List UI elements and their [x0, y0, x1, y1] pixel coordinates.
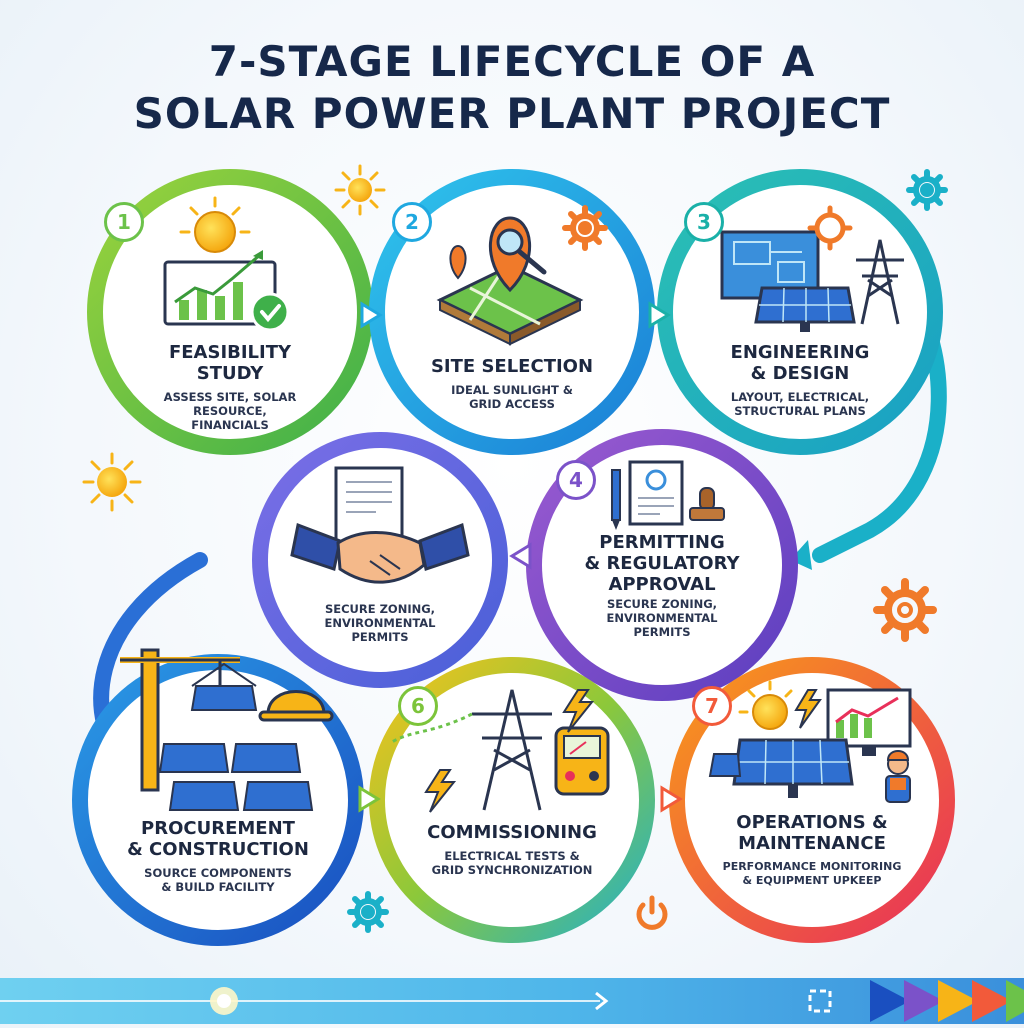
- sun-icon: [210, 987, 238, 1015]
- stage-7-number: 7: [692, 686, 732, 726]
- gear-icon: [873, 578, 937, 642]
- gear-icon: [347, 891, 389, 933]
- stamp-icon: [689, 487, 725, 521]
- arrow-6-7: [358, 785, 381, 813]
- gear-icon: [906, 169, 948, 211]
- stage-1-title: FEASIBILITY STUDY: [168, 342, 292, 384]
- stage-1-text: FEASIBILITY STUDY ASSESS SITE, SOLAR RES…: [130, 342, 330, 432]
- stage-6-description: SOURCE COMPONENTS & BUILD FACILITY: [144, 866, 292, 894]
- stage-4-description: SECURE ZONING, ENVIRONMENTAL PERMITS: [606, 597, 718, 639]
- power-tower-icon: [391, 689, 552, 811]
- footer-band: [0, 978, 1024, 1024]
- stage-2-text: SITE SELECTION IDEAL SUNLIGHT & GRID ACC…: [402, 356, 622, 411]
- arrow-4-5: [509, 542, 532, 570]
- arrow-2-3: [648, 301, 671, 329]
- gear-icon: [807, 205, 853, 251]
- chart-icon: [163, 250, 277, 326]
- stage-2-title: SITE SELECTION: [430, 356, 594, 377]
- stage-7-text: COMMISSIONING ELECTRICAL TESTS & GRID SY…: [402, 822, 622, 877]
- stage-5-text: SECURE ZONING, ENVIRONMENTAL PERMITS: [290, 596, 470, 644]
- gear-icon: [562, 205, 608, 251]
- solar-panel-icon: [190, 662, 258, 711]
- stage-6-title: PROCUREMENT & CONSTRUCTION: [127, 818, 309, 860]
- stage-3-number: 3: [684, 202, 724, 242]
- stage-5-description: SECURE ZONING, ENVIRONMENTAL PERMITS: [324, 602, 436, 644]
- stage-7-description: ELECTRICAL TESTS & GRID SYNCHRONIZATION: [431, 849, 593, 877]
- arrow-7-8: [660, 785, 683, 813]
- stage-2-number: 2: [392, 202, 432, 242]
- solar-panel-icon: [754, 286, 856, 332]
- arrow-1-2: [360, 301, 383, 329]
- stage-6-number: 6: [398, 686, 438, 726]
- stage-6-text: PROCUREMENT & CONSTRUCTION SOURCE COMPON…: [98, 818, 338, 894]
- lightning-icon: [562, 689, 595, 733]
- title-line-2: SOLAR POWER PLANT PROJECT: [133, 89, 891, 138]
- page-title: 7-STAGE LIFECYCLE OF A SOLAR POWER PLANT…: [0, 36, 1024, 140]
- multimeter-icon: [554, 726, 610, 796]
- power-icon: [636, 895, 668, 930]
- stage-3-title: ENGINEERING & DESIGN: [730, 342, 870, 384]
- stage-2-description: IDEAL SUNLIGHT & GRID ACCESS: [451, 383, 573, 411]
- sun-icon: [334, 164, 386, 216]
- stage-3-description: LAYOUT, ELECTRICAL, STRUCTURAL PLANS: [730, 390, 870, 418]
- document-icon: [628, 460, 684, 526]
- solar-panel-icon: [708, 738, 854, 798]
- stage-7-title: COMMISSIONING: [427, 822, 597, 843]
- title-line-1: 7-STAGE LIFECYCLE OF A: [208, 37, 816, 86]
- sun-icon: [179, 196, 251, 253]
- stage-1-description: ASSESS SITE, SOLAR RESOURCE, FINANCIALS: [163, 390, 297, 432]
- stage-8-title: OPERATIONS & MAINTENANCE: [736, 812, 888, 854]
- stage-4-title: PERMITTING & REGULATORY APPROVAL: [584, 532, 740, 595]
- stage-8-text: OPERATIONS & MAINTENANCE PERFORMANCE MON…: [700, 812, 924, 888]
- stage-4-ring: [526, 429, 798, 701]
- sun-icon: [738, 680, 793, 730]
- sun-icon: [82, 452, 142, 512]
- lightning-icon: [794, 689, 822, 729]
- checkmark-icon: [250, 292, 290, 332]
- power-tower-icon: [856, 239, 904, 325]
- stage-8-description: PERFORMANCE MONITORING & EQUIPMENT UPKEE…: [722, 860, 902, 887]
- stage-1-number: 1: [104, 202, 144, 242]
- stage-4-number: 4: [556, 460, 596, 500]
- footer-graphics: [0, 980, 1024, 1022]
- solar-panel-icon: [158, 743, 314, 811]
- lightning-icon: [424, 769, 457, 813]
- handshake-icon: [290, 522, 470, 584]
- stage-4-text: PERMITTING & REGULATORY APPROVAL SECURE …: [562, 532, 762, 639]
- monitor-chart-icon: [826, 688, 912, 756]
- stage-3-text: ENGINEERING & DESIGN LAYOUT, ELECTRICAL,…: [700, 342, 900, 418]
- pen-icon: [611, 469, 621, 530]
- hard-hat-icon: [258, 690, 334, 722]
- map-pin-icon: [436, 216, 584, 346]
- gear-icon: [808, 989, 832, 1013]
- technician-icon: [885, 750, 911, 803]
